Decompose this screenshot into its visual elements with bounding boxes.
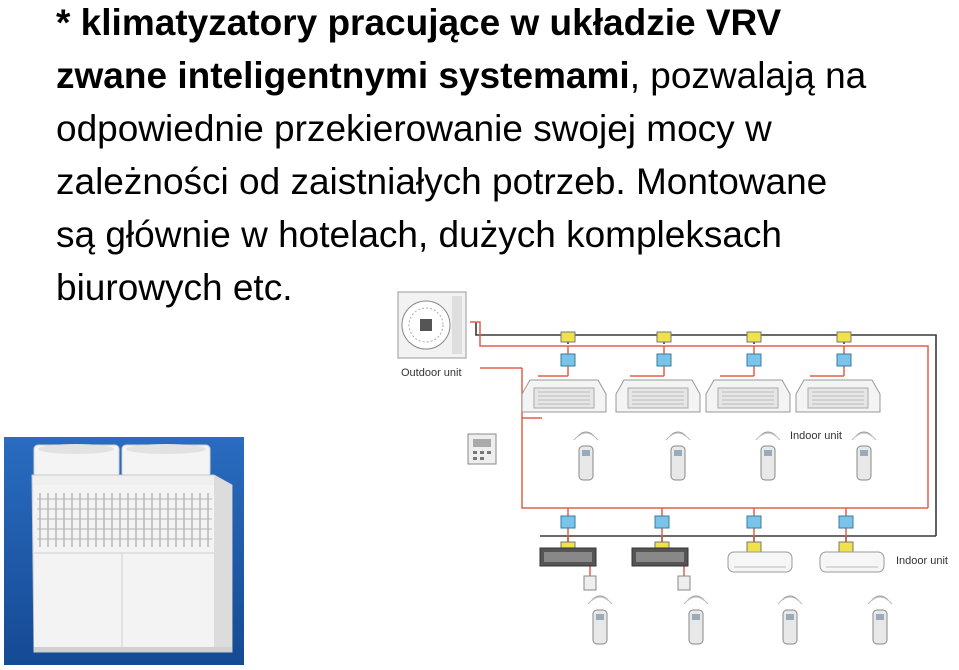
text-line-5: są głównie w hotelach, dużych kompleksac…	[56, 214, 782, 255]
central-controller-icon	[467, 433, 497, 465]
bottom-junctions	[560, 515, 854, 553]
indoor-unit-label-top: Indoor unit	[790, 430, 842, 442]
text-line-1: * klimatyzatory pracujące w układzie VRV	[56, 2, 782, 43]
vrv-system-diagram: Outdoor unit	[397, 291, 948, 645]
text-line-3: odpowiednie przekierowanie swojej mocy w	[56, 108, 772, 149]
text-line-6: biurowych etc.	[56, 267, 293, 308]
vrv-outdoor-unit-photo	[4, 437, 244, 665]
dark-pipes	[475, 322, 937, 546]
wall-controllers	[583, 575, 691, 591]
bottom-indoor-units	[539, 547, 885, 573]
top-junctions	[560, 331, 852, 367]
description-text: * klimatyzatory pracujące w układzie VRV…	[56, 0, 956, 314]
remote-controls-bottom	[587, 595, 893, 645]
cassette-units	[521, 379, 881, 413]
outdoor-unit	[397, 291, 467, 359]
outdoor-unit-label: Outdoor unit	[401, 367, 462, 379]
text-line-4: zależności od zaistniałych potrzeb. Mont…	[56, 161, 828, 202]
indoor-unit-label-bottom: Indoor unit	[896, 555, 948, 567]
remote-controls-top	[573, 431, 877, 481]
text-line-2: zwane inteligentnymi systemami, pozwalaj…	[56, 55, 867, 96]
